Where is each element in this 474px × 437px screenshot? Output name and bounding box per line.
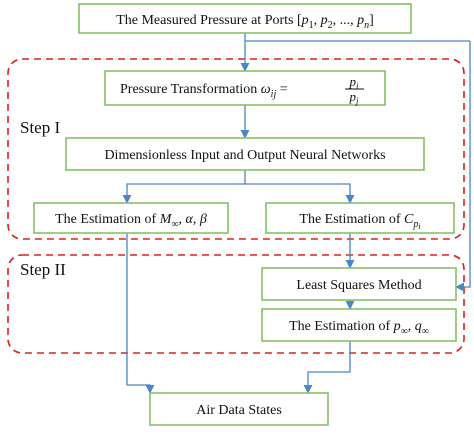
estimate-mach-box xyxy=(33,202,229,234)
step-2-region xyxy=(7,254,465,354)
estimate-p-q-label: The Estimation of p∞, q∞ xyxy=(289,319,429,337)
estimate-cp-box xyxy=(265,202,455,234)
connectors xyxy=(122,33,471,394)
arrow-neural-split xyxy=(122,170,246,204)
neural-networks-label: Dimensionless Input and Output Neural Ne… xyxy=(104,148,385,163)
estimate-mach-label: The Estimation of M∞, α, β xyxy=(55,212,207,230)
estimate-p-q-box xyxy=(261,308,457,342)
fraction: pi pj xyxy=(345,74,364,106)
arrow-m-to-air-data xyxy=(126,233,155,394)
measured-pressure-label: The Measured Pressure at Ports [p1, p2, … xyxy=(116,13,374,31)
step-1-label: Step I xyxy=(20,118,60,137)
measured-pressure-box xyxy=(78,3,412,34)
pressure-transformation-box xyxy=(104,70,386,106)
least-squares-box xyxy=(261,267,457,301)
fraction-denominator: pj xyxy=(348,89,359,106)
arrow-p-to-air-data xyxy=(303,341,351,394)
step-2-label: Step II xyxy=(20,260,66,279)
air-data-states-label: Air Data States xyxy=(196,403,282,418)
air-data-states-box xyxy=(149,392,329,426)
estimate-cp-label: The Estimation of Cpi xyxy=(299,212,420,231)
fraction-numerator: pi xyxy=(348,74,359,91)
least-squares-label: Least Squares Method xyxy=(296,278,421,293)
pressure-transformation-label: Pressure Transformation ωij = xyxy=(120,82,288,100)
neural-networks-box xyxy=(65,137,425,171)
arrow-loop-into-least-squares xyxy=(455,41,471,292)
